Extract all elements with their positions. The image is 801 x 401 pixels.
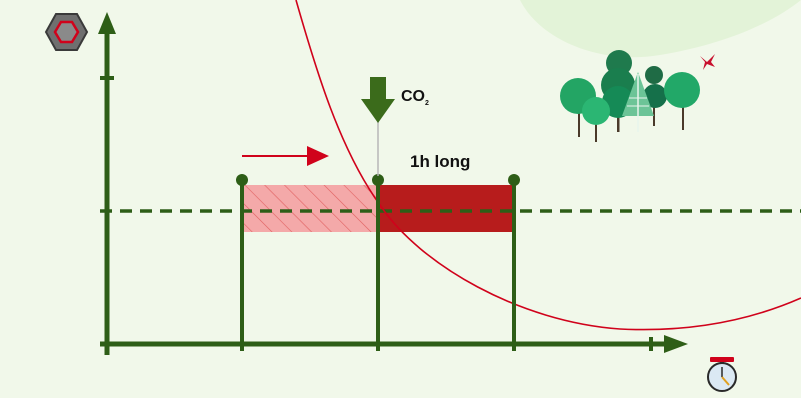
stopwatch-icon (707, 357, 737, 392)
marker-dot-middle (372, 174, 384, 186)
marker-dot-start (236, 174, 248, 186)
shifted-load-block (242, 185, 378, 232)
marker-dot-end (508, 174, 520, 186)
background-blob (520, 0, 801, 58)
x-axis-arrowhead (664, 335, 688, 353)
right-arrow-icon (242, 146, 329, 166)
co2-label: CO2 (401, 88, 429, 107)
co2-label-main: CO (401, 88, 425, 105)
bird-icon (700, 54, 715, 70)
one-hour-block (378, 185, 514, 232)
trees-icon (560, 50, 700, 142)
co2-intensity-curve (295, 0, 801, 331)
co2-label-subscript: 2 (425, 100, 429, 108)
down-arrow-icon (361, 77, 395, 123)
duration-label: 1h long (410, 152, 471, 171)
bottom-strip (0, 398, 801, 401)
hexagon-icon (44, 13, 89, 51)
y-axis-arrowhead (98, 12, 116, 34)
